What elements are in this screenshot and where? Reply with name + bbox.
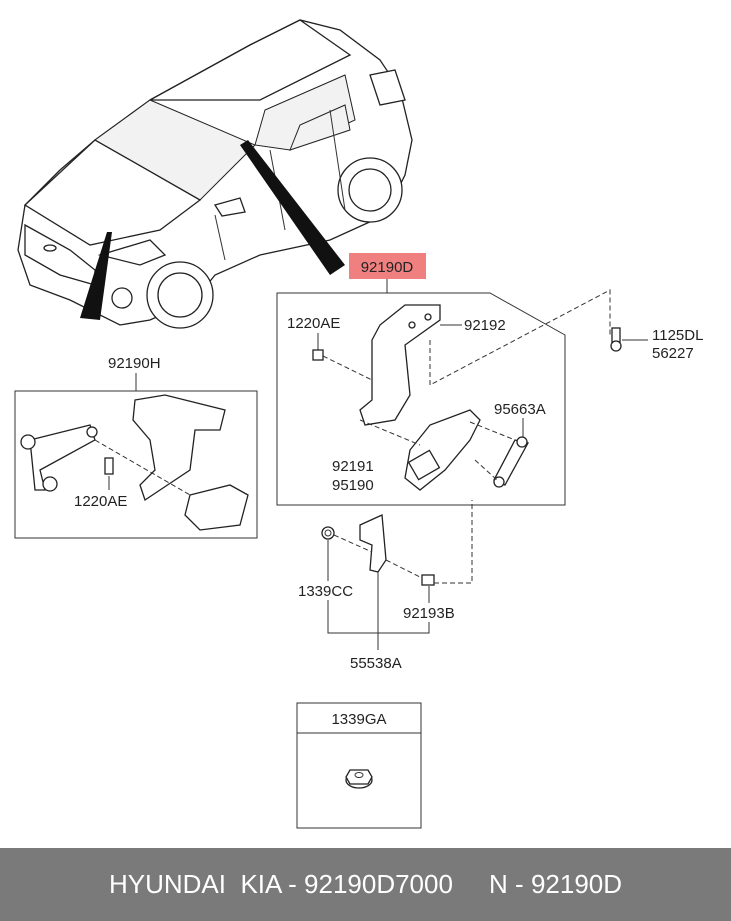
label-bracket-a[interactable]: 92192 — [464, 317, 506, 334]
vehicle-illustration — [17, 19, 413, 329]
alt-bolt-icon — [104, 457, 114, 475]
main-part-highlight — [349, 253, 426, 279]
parts-diagram: 92190D 92192 1220AE 1125DL 56227 92191 9… — [14, 19, 703, 829]
label-screw-2[interactable]: 56227 — [652, 345, 694, 362]
bolt-icon — [312, 349, 324, 361]
label-sensor-2[interactable]: 95190 — [332, 477, 374, 494]
inset-box — [296, 702, 422, 829]
label-inset-nut[interactable]: 1339GA — [331, 711, 386, 728]
alt-link-rod — [29, 424, 96, 491]
alt-sensor — [184, 484, 249, 531]
label-main[interactable]: 92190D — [361, 259, 414, 276]
pin-icon — [421, 574, 435, 586]
label-nut-small[interactable]: 1339CC — [298, 583, 353, 600]
label-link[interactable]: 95663A — [494, 401, 546, 418]
part-number-footer: HYUNDAI KIA - 92190D7000 N - 92190D — [0, 848, 731, 921]
bracket-part — [359, 304, 441, 426]
lower-bracket — [359, 514, 387, 573]
label-alt-bolt[interactable]: 1220AE — [74, 493, 127, 510]
label-alt-assy[interactable]: 92190H — [108, 355, 161, 372]
label-bolt-top[interactable]: 1220AE — [287, 315, 340, 332]
main-assembly-box — [276, 292, 566, 506]
screw-icon — [611, 327, 621, 343]
label-screw-1[interactable]: 1125DL — [652, 327, 703, 344]
label-pin[interactable]: 92193B — [403, 605, 455, 622]
sensor-part — [404, 409, 481, 491]
label-bracket-set[interactable]: 55538A — [350, 655, 402, 672]
flange-nut-icon — [345, 769, 373, 789]
nut-icon — [321, 526, 335, 540]
label-sensor-1[interactable]: 92191 — [332, 458, 374, 475]
alt-bracket — [132, 394, 226, 502]
alt-assembly-box — [14, 390, 258, 539]
